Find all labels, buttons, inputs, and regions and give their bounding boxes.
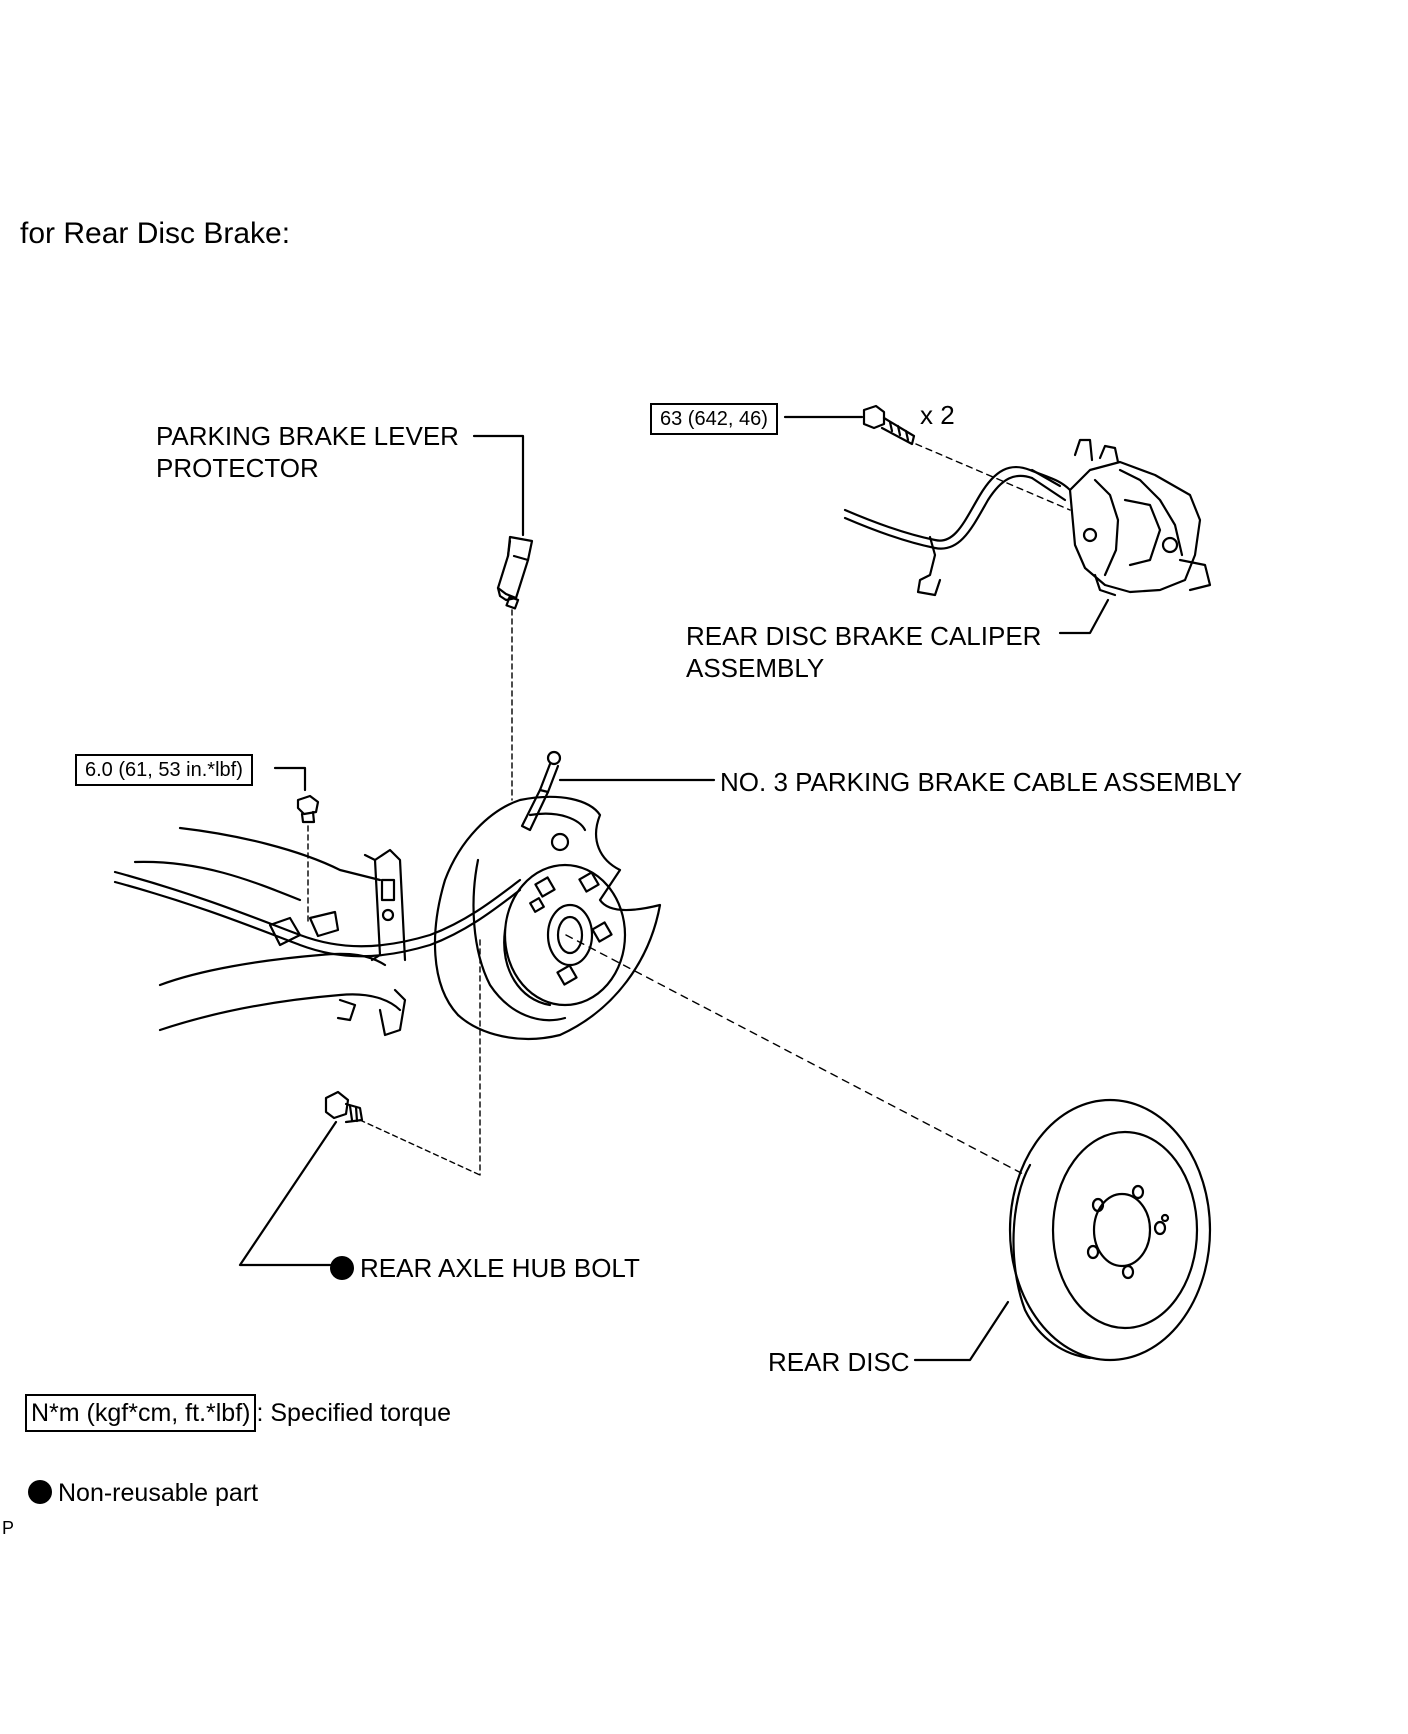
- leader-line-hub-bolt: [238, 1120, 338, 1267]
- torque-spec-caliper-bolt: 63 (642, 46): [650, 403, 778, 435]
- brake-hose: [843, 465, 1072, 597]
- protector-label-line-2: PROTECTOR: [156, 453, 319, 483]
- caliper-bolt-part: [862, 404, 916, 446]
- hub-bolt-label: REAR AXLE HUB BOLT: [330, 1252, 640, 1284]
- leader-line-caliper: [1058, 598, 1110, 635]
- non-reusable-legend-dot-icon: [28, 1480, 52, 1504]
- leader-line-rear-disc: [913, 1300, 1010, 1362]
- rear-axle-hub-bolt-part: [324, 1090, 364, 1124]
- rear-disc-label: REAR DISC: [768, 1347, 910, 1377]
- dashed-guide-disc: [565, 934, 1026, 1176]
- non-reusable-dot-icon: [330, 1256, 354, 1280]
- torque-legend: N*m (kgf*cm, ft.*lbf): Specified torque: [25, 1394, 451, 1432]
- caliper-label-line-1: REAR DISC BRAKE CALIPER: [686, 621, 1042, 651]
- caliper-bolt-quantity: x 2: [920, 400, 955, 430]
- rear-disc-part: [1008, 1098, 1212, 1362]
- cable-assembly-label: NO. 3 PARKING BRAKE CABLE ASSEMBLY: [720, 767, 1243, 797]
- caliper-label-line-2: ASSEMBLY: [686, 653, 825, 683]
- torque-legend-box: N*m (kgf*cm, ft.*lbf): [25, 1394, 257, 1432]
- footer-mark: P: [2, 1518, 15, 1538]
- torque-legend-text: : Specified torque: [256, 1399, 452, 1427]
- protector-label-line-1: PARKING BRAKE LEVER: [156, 421, 459, 451]
- rear-axle-beam-part: [133, 826, 407, 1037]
- torque-spec-protector-bolt: 6.0 (61, 53 in.*lbf): [75, 754, 253, 786]
- dashed-guide-hub-bolt: [359, 1119, 481, 1176]
- backing-plate-part: [433, 795, 662, 1041]
- parking-brake-lever-protector-part: [496, 535, 534, 610]
- section-heading: for Rear Disc Brake:: [20, 217, 291, 250]
- rear-axle-hub-part: [503, 863, 627, 1007]
- dashed-guide-caliper-bolt: [915, 443, 1071, 511]
- hub-bolt-label-text: REAR AXLE HUB BOLT: [360, 1253, 640, 1283]
- non-reusable-legend-text: Non-reusable part: [58, 1479, 259, 1507]
- leader-line-protector: [472, 434, 525, 537]
- leader-line-protector-bolt: [273, 766, 307, 792]
- non-reusable-legend: Non-reusable part: [28, 1478, 258, 1508]
- parking-brake-cable: [113, 870, 522, 958]
- protector-bolt-part: [296, 794, 320, 824]
- parking-brake-cable-end-part: [520, 750, 562, 832]
- rear-disc-brake-caliper-part: [1068, 438, 1212, 597]
